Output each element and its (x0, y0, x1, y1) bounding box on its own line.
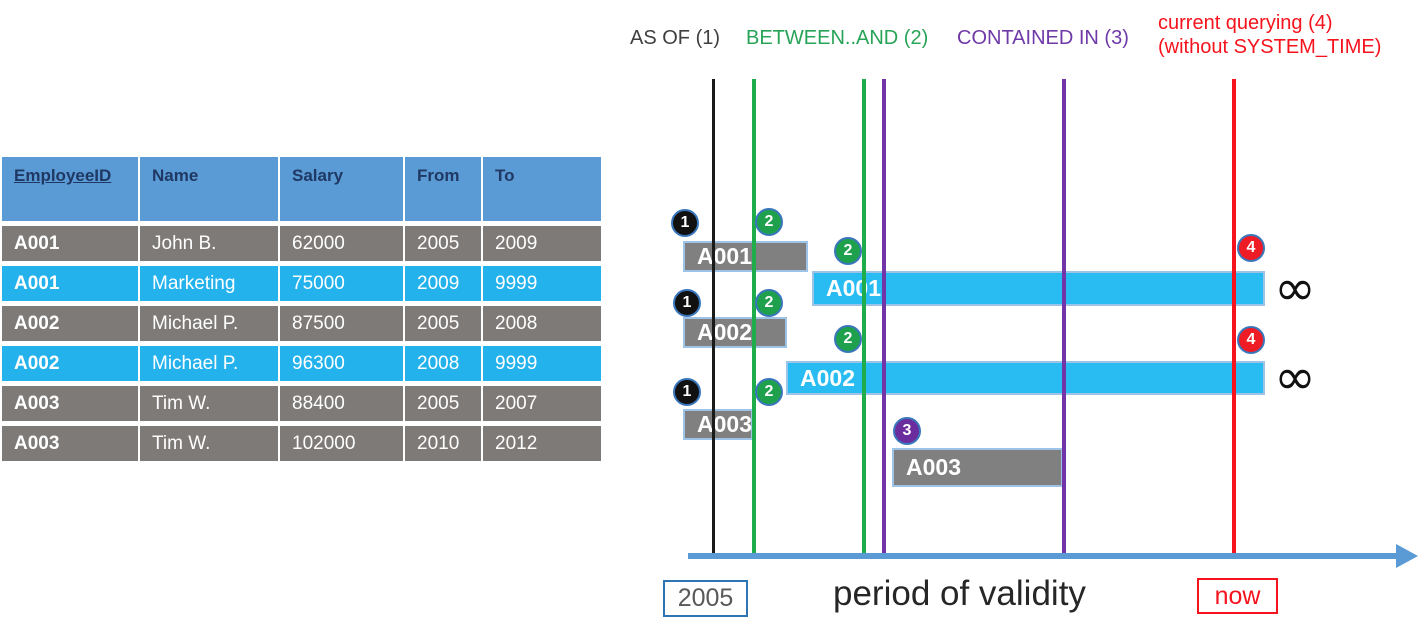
query-badge-2: 2 (755, 289, 783, 317)
time-axis (688, 553, 1400, 559)
query-badge-1: 1 (671, 209, 699, 237)
start-year-box: 2005 (663, 580, 748, 617)
column-header-to: To (495, 166, 515, 185)
table-cell: Tim W. (140, 386, 278, 421)
column-header-cell: EmployeeID (2, 157, 138, 221)
table-cell: 2009 (483, 226, 601, 261)
table-cell: A001 (2, 266, 138, 301)
table-cell: 2005 (405, 226, 481, 261)
table-cell: 87500 (280, 306, 403, 341)
table-cell: John B. (140, 226, 278, 261)
start-year-label: 2005 (677, 584, 734, 612)
table-cell: 9999 (483, 346, 601, 381)
table-cell: 2012 (483, 426, 601, 461)
now-label: now (1214, 581, 1261, 610)
query-badge-1: 1 (673, 289, 701, 317)
line-contained-start (882, 79, 886, 559)
table-cell: Michael P. (140, 306, 278, 341)
column-header-from: From (417, 166, 460, 185)
legend-current-querying-line1: current querying (4) (1158, 12, 1333, 34)
query-badge-2: 2 (834, 325, 862, 353)
validity-bar-a001-1: A001 (812, 271, 1265, 306)
table-cell: 2008 (405, 346, 481, 381)
table-cell: Michael P. (140, 346, 278, 381)
table-cell: 2009 (405, 266, 481, 301)
table-cell: 75000 (280, 266, 403, 301)
validity-bar-a003-5: A003 (892, 448, 1063, 487)
query-badge-2: 2 (755, 378, 783, 406)
table-cell: 88400 (280, 386, 403, 421)
validity-bar-a001-0: A001 (683, 241, 808, 272)
table-cell: A003 (2, 426, 138, 461)
validity-bar-a002-3: A002 (786, 361, 1265, 395)
line-now (1232, 79, 1236, 559)
table-cell: 62000 (280, 226, 403, 261)
legend-as-of: AS OF (1) (630, 27, 721, 49)
query-badge-4: 4 (1237, 326, 1265, 354)
table-cell: A003 (2, 386, 138, 421)
infinity-icon: ∞ (1274, 259, 1316, 317)
legend-contained-in: CONTAINED IN (3) (957, 27, 1129, 49)
column-header-employeeid: EmployeeID (14, 166, 112, 185)
table-header-row: EmployeeID Name Salary From To (2, 157, 601, 221)
table-cell: A001 (2, 226, 138, 261)
time-axis-arrowhead (1396, 544, 1418, 568)
table-cell: 2007 (483, 386, 601, 421)
table-cell: Tim W. (140, 426, 278, 461)
table-cell: Marketing (140, 266, 278, 301)
query-badge-3: 3 (893, 417, 921, 445)
line-between-end (862, 79, 866, 559)
legend-between-and: BETWEEN..AND (2) (746, 27, 929, 49)
column-header-cell: Name (140, 157, 278, 221)
table-cell: 9999 (483, 266, 601, 301)
table-cell: 2005 (405, 386, 481, 421)
column-header-cell: To (483, 157, 601, 221)
infinity-icon: ∞ (1274, 348, 1316, 406)
query-badge-2: 2 (755, 208, 783, 236)
line-contained-end (1062, 79, 1066, 559)
validity-bar-a003-4: A003 (683, 409, 753, 440)
table-cell: 2010 (405, 426, 481, 461)
axis-caption: period of validity (833, 574, 1086, 613)
now-box: now (1197, 578, 1278, 614)
table-cell: A002 (2, 306, 138, 341)
query-badge-2: 2 (834, 237, 862, 265)
column-header-cell: Salary (280, 157, 403, 221)
validity-bar-a002-2: A002 (683, 317, 787, 348)
table-cell: A002 (2, 346, 138, 381)
table-cell: 2008 (483, 306, 601, 341)
query-badge-1: 1 (673, 378, 701, 406)
table-cell: 96300 (280, 346, 403, 381)
query-badge-4: 4 (1237, 234, 1265, 262)
legend-current-querying-line2: (without SYSTEM_TIME) (1158, 36, 1382, 58)
column-header-cell: From (405, 157, 481, 221)
line-as-of (712, 79, 715, 559)
column-header-salary: Salary (292, 166, 344, 185)
legend-current-querying: current querying (4) (without SYSTEM_TIM… (1158, 11, 1381, 59)
line-between-start (752, 79, 756, 559)
column-header-name: Name (152, 166, 199, 185)
table-cell: 2005 (405, 306, 481, 341)
table-cell: 102000 (280, 426, 403, 461)
